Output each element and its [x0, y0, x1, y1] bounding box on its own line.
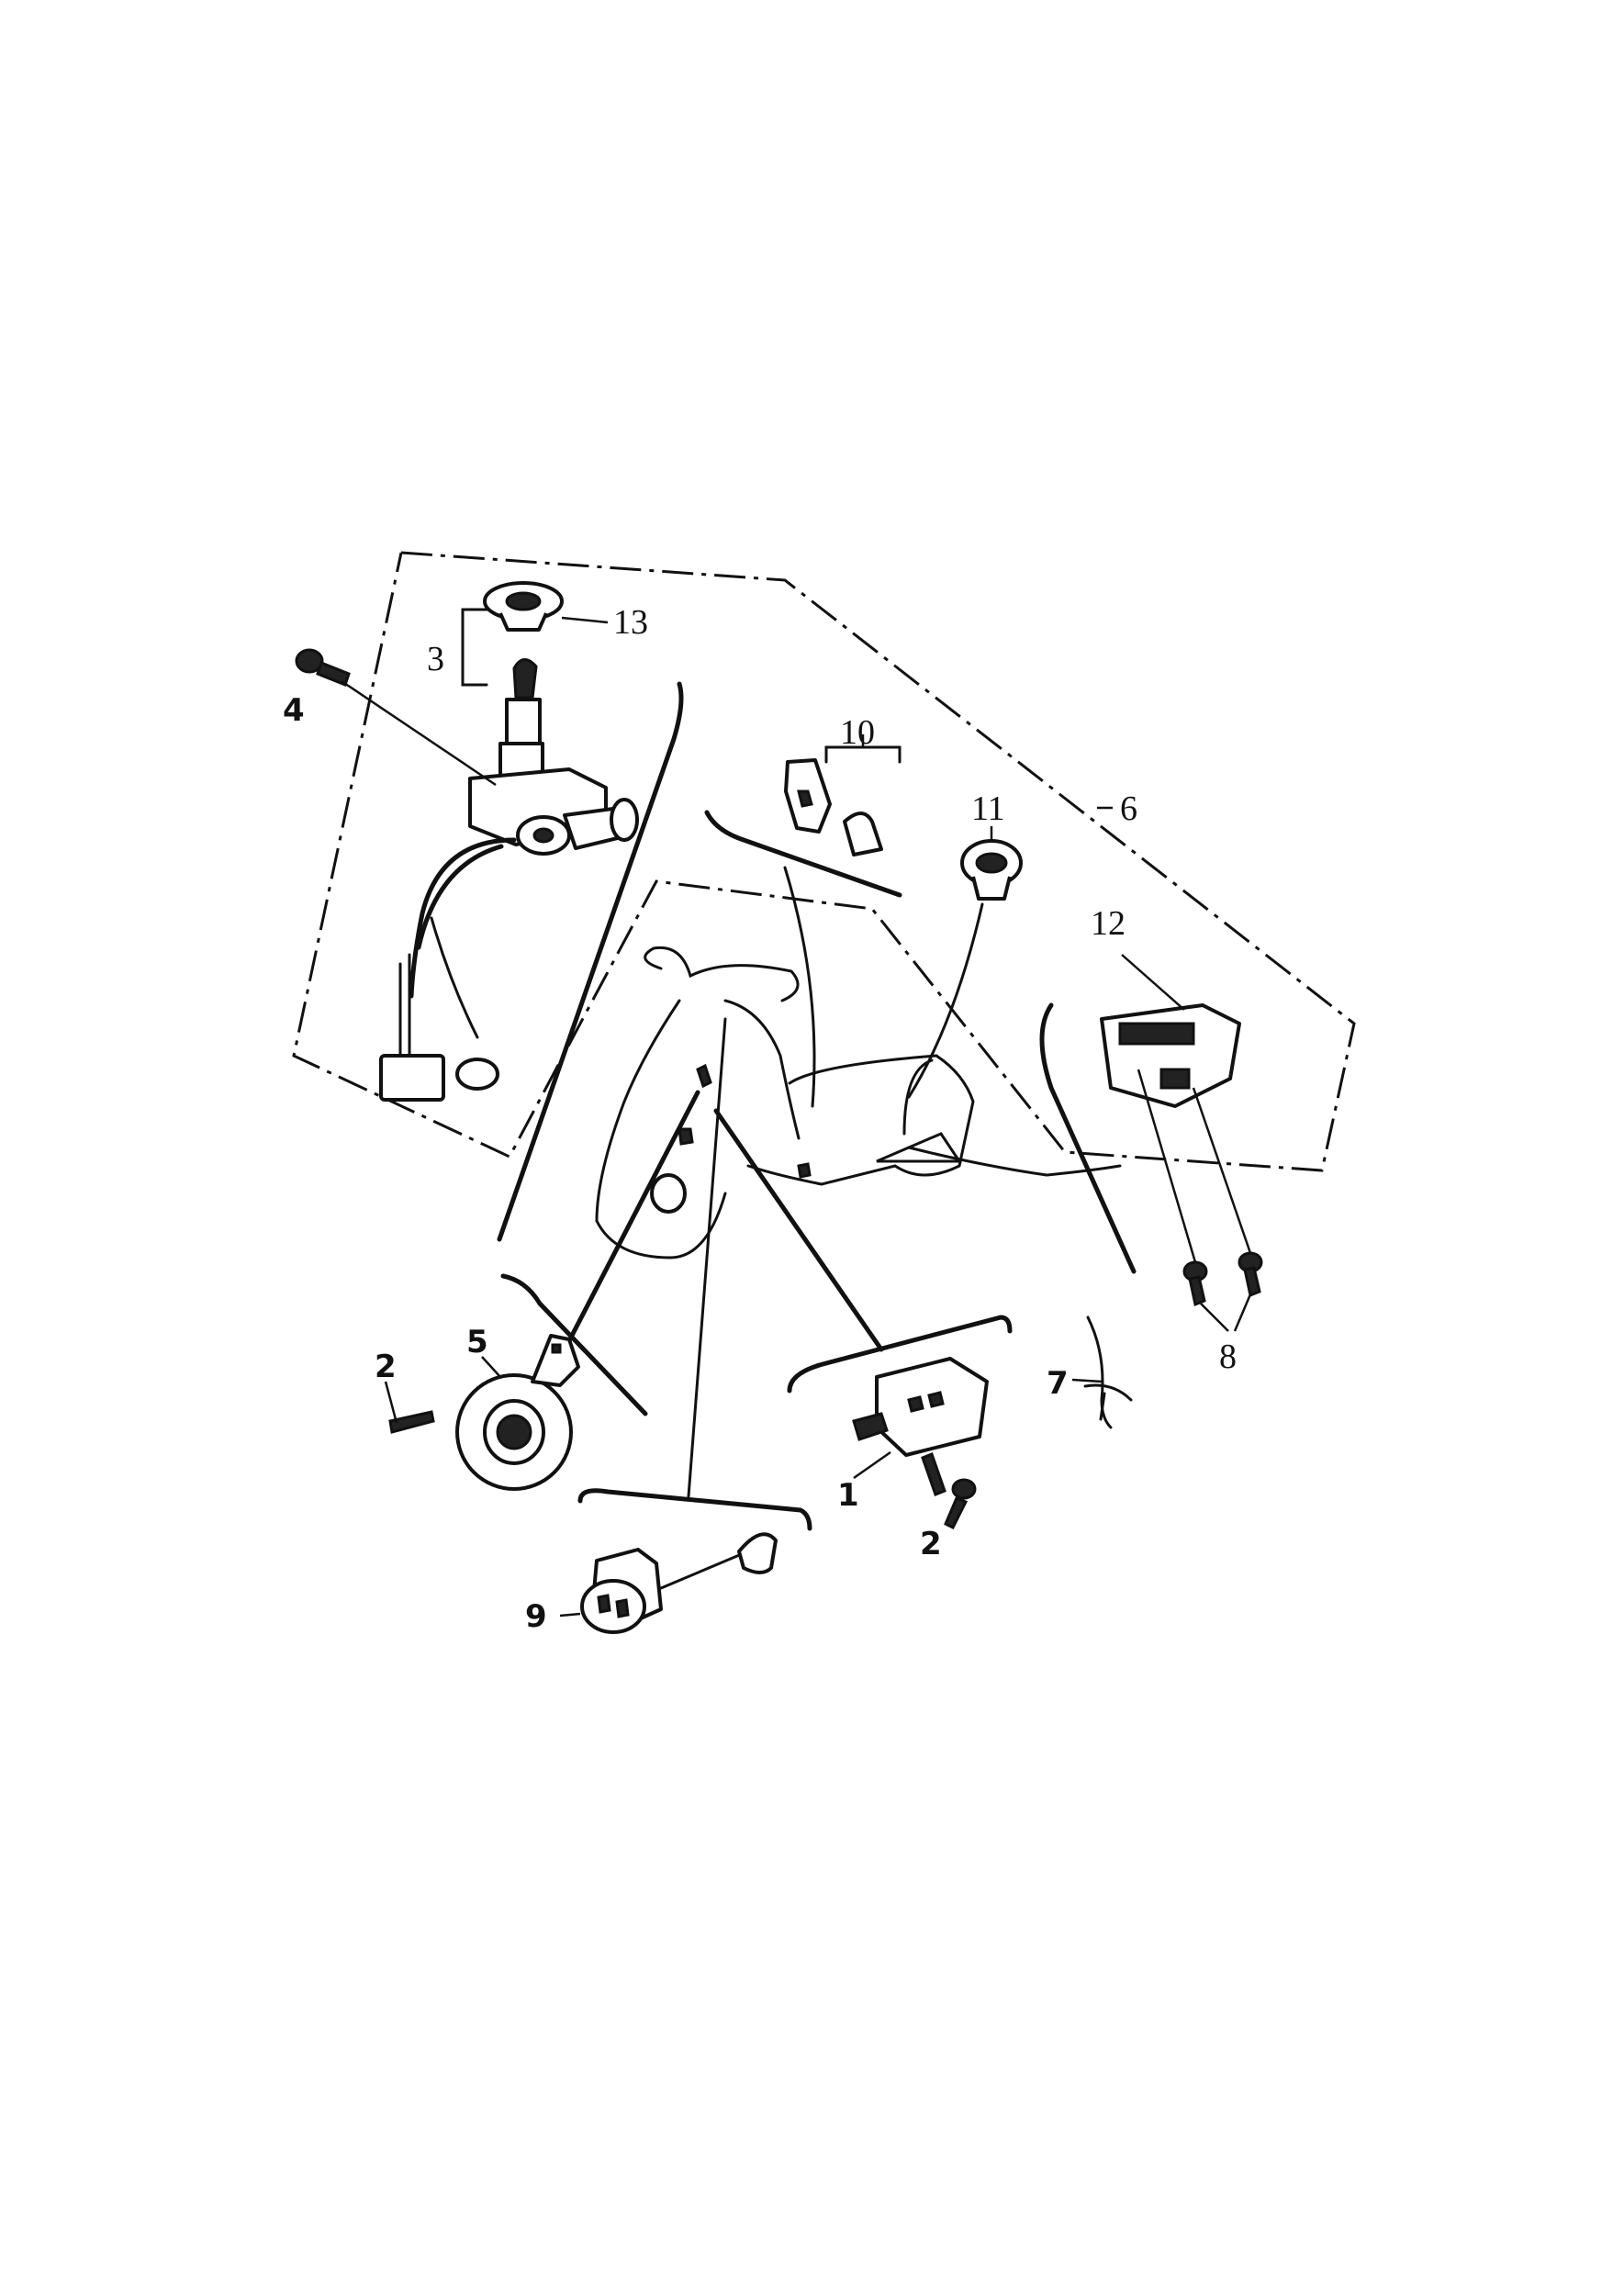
callout-11: 11: [971, 789, 1005, 828]
screws-8: [1137, 1069, 1263, 1332]
callout-2b: 2: [920, 1526, 942, 1562]
rod-right: [1039, 1002, 1137, 1274]
wire-7: [1071, 1315, 1133, 1429]
callout-2a: 2: [375, 1349, 397, 1385]
wire-to-relay: [713, 1108, 884, 1352]
callout-4: 4: [283, 692, 305, 729]
callout-13: 13: [613, 603, 648, 642]
rod-left: [497, 681, 684, 1242]
flasher-11: [907, 826, 1023, 1099]
scooter-body-outline: [595, 946, 1122, 1259]
bracket-starter: [577, 1488, 812, 1531]
callout-5: 5: [466, 1324, 488, 1360]
callout-1: 1: [837, 1477, 859, 1514]
relay-12: [1100, 954, 1241, 1108]
callout-8: 8: [1219, 1338, 1237, 1376]
starter-relay-9: [559, 1532, 778, 1634]
wire-to-starter: [687, 1017, 727, 1498]
bracket-relay: [787, 1315, 1013, 1394]
callout-10: 10: [840, 713, 875, 752]
leader-13: [561, 616, 609, 624]
bracket-horn: [500, 1273, 648, 1416]
callout-12: 12: [1091, 904, 1126, 943]
ignition-switch-assembly: [379, 581, 639, 1102]
callout-6: 6: [1120, 789, 1137, 828]
callout-7: 7: [1047, 1365, 1069, 1402]
relay-1: [852, 1357, 989, 1530]
callout-9: 9: [525, 1598, 547, 1635]
bolt-4: [295, 648, 497, 787]
wire-to-horn: [557, 1090, 700, 1361]
indicator-bracket-10: [704, 734, 902, 1108]
callout-3: 3: [427, 640, 444, 678]
horn-5: [384, 1334, 580, 1491]
assembly-boundary-dashed: [292, 551, 1356, 1172]
